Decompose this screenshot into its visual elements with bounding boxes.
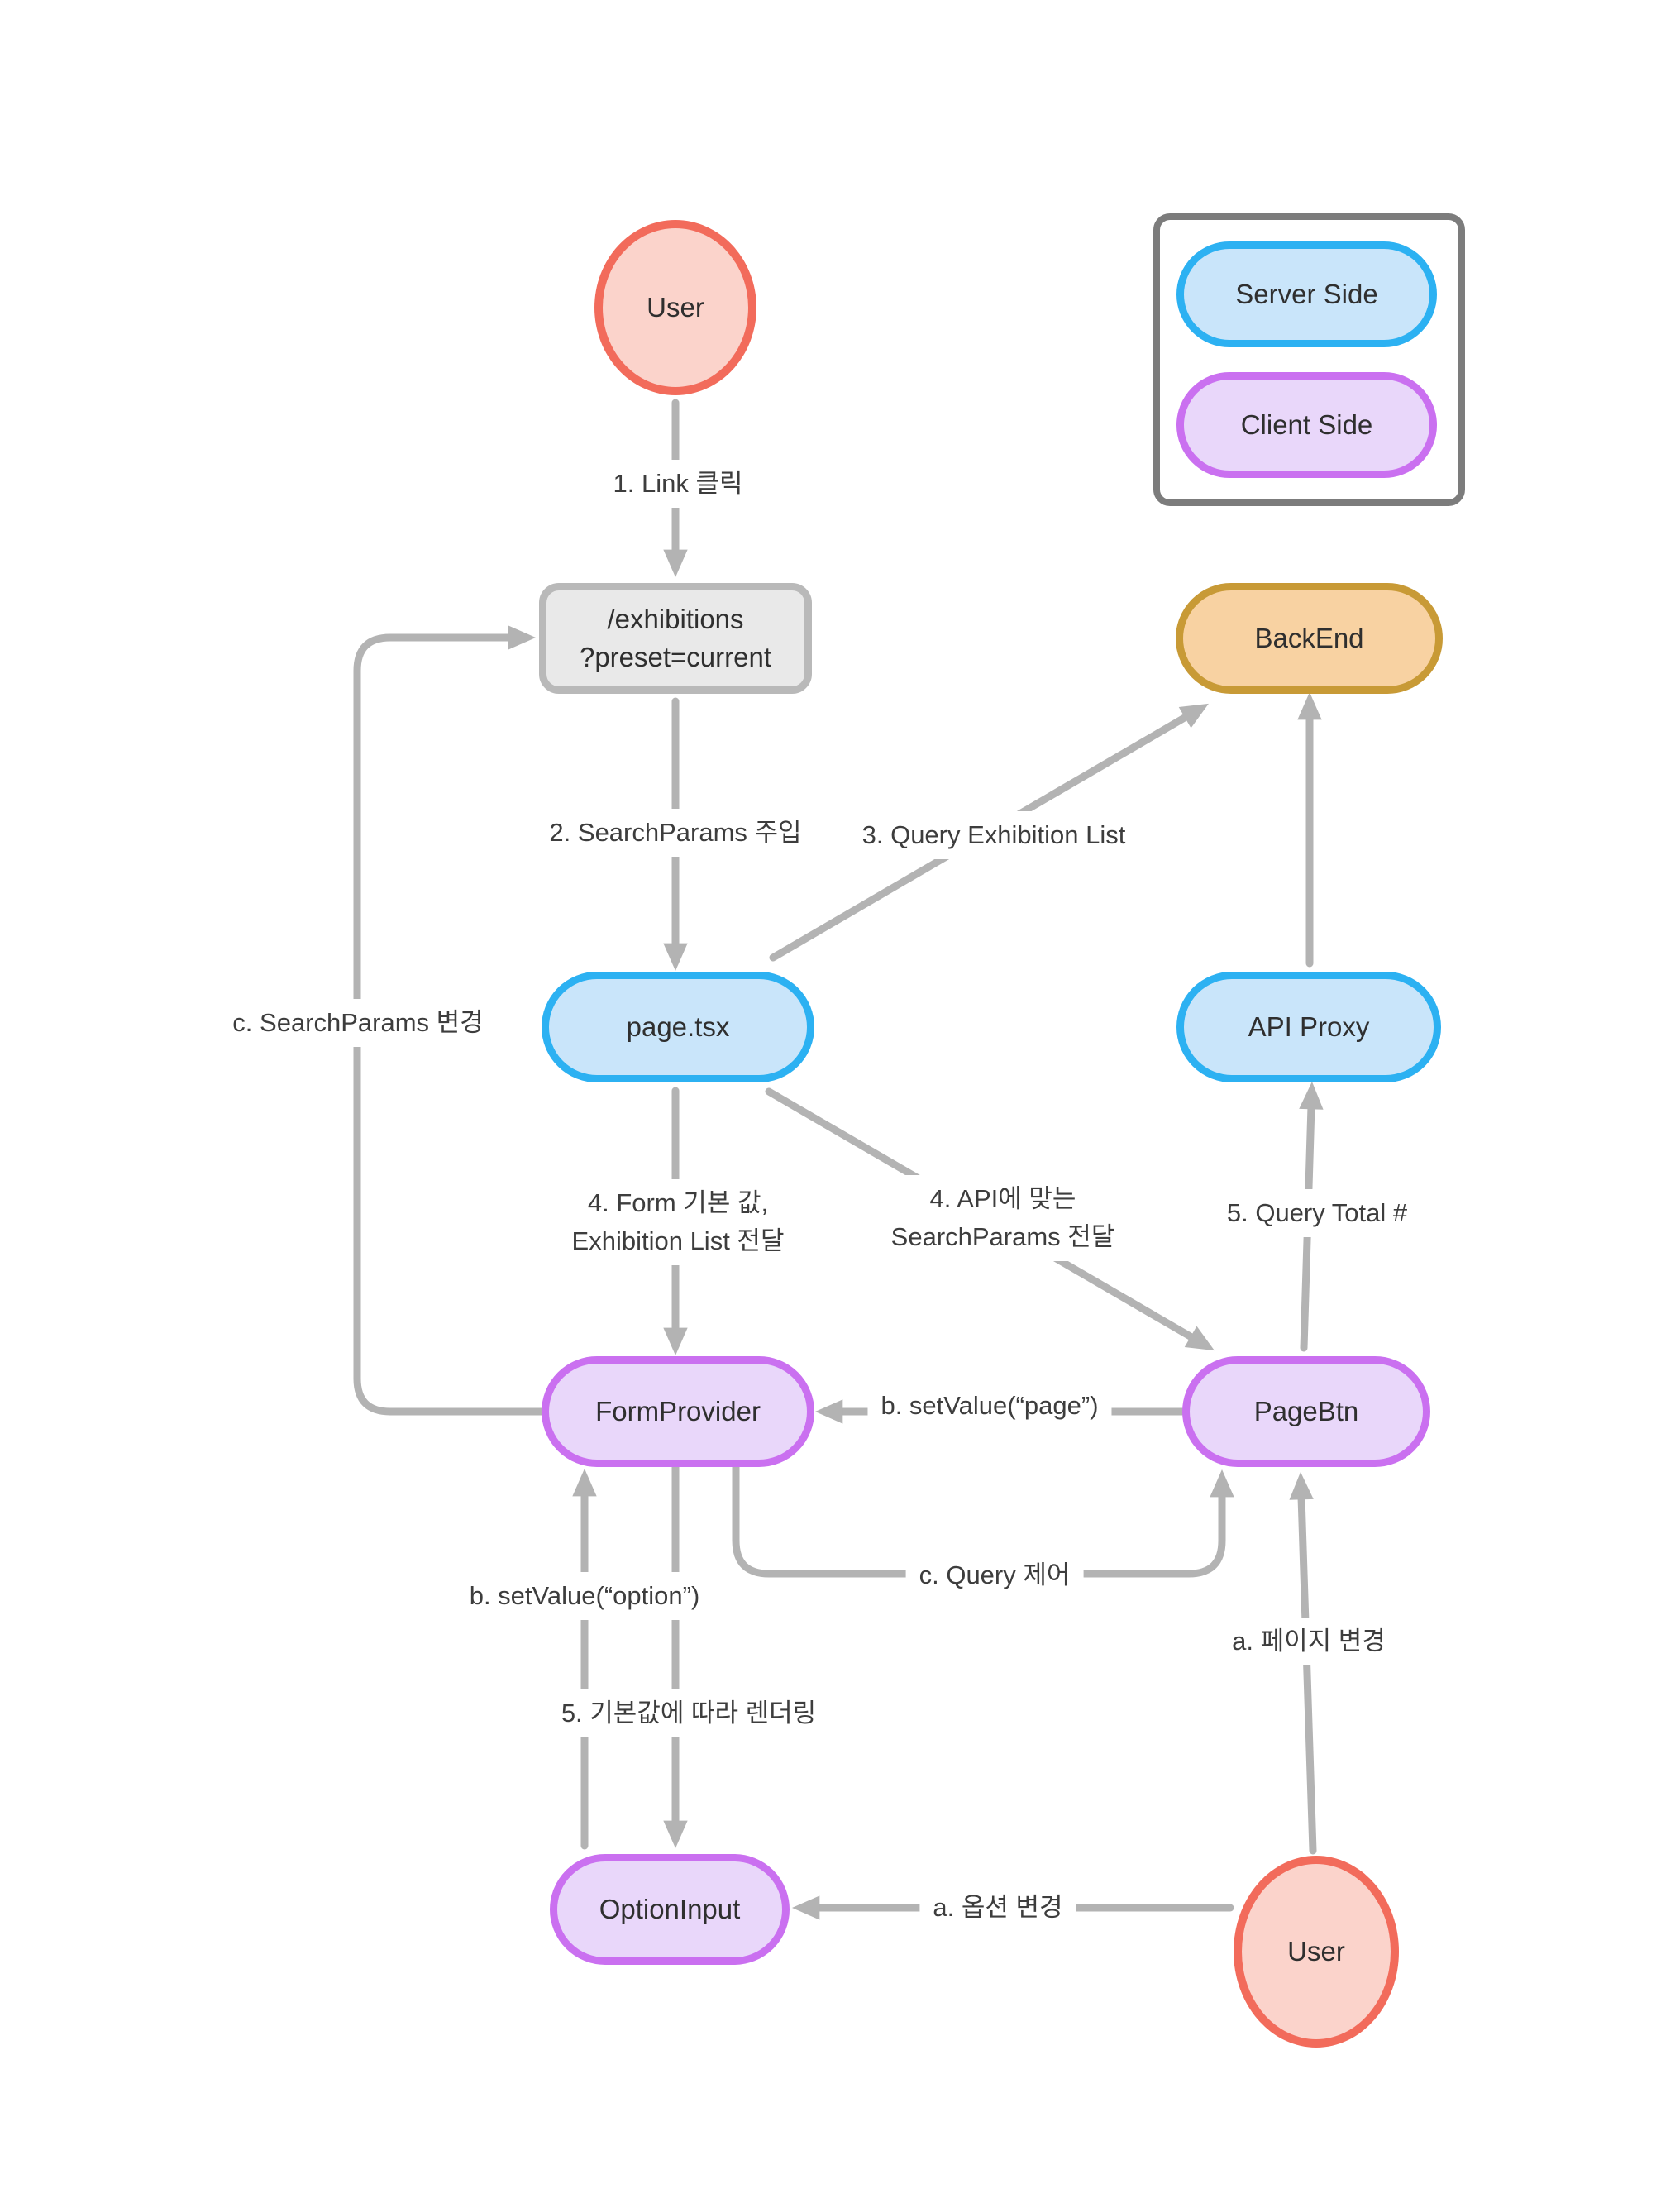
node-page-tsx: page.tsx: [542, 972, 814, 1082]
node-page-btn: PageBtn: [1182, 1356, 1430, 1467]
node-user-bottom: User: [1234, 1856, 1399, 2048]
edge-label-setvalue-page: b. setValue(“page”): [867, 1382, 1112, 1430]
edge-label-query-exhibition-list: 3. Query Exhibition List: [848, 811, 1139, 859]
node-backend: BackEnd: [1176, 583, 1443, 694]
node-api-proxy-label: API Proxy: [1248, 1011, 1370, 1042]
edge-label-link-click: 1. Link 클릭: [599, 460, 756, 508]
node-user-bottom-label: User: [1287, 1936, 1345, 1966]
edge-label-setvalue-option: b. setValue(“option”): [456, 1572, 714, 1620]
node-exhibitions-route: /exhibitions ?preset=current: [539, 583, 812, 694]
edge-label-option-change: a. 옵션 변경: [919, 1884, 1076, 1932]
node-exhibitions-route-line1: /exhibitions: [607, 604, 744, 634]
edge-label-searchparams-change: c. SearchParams 변경: [219, 999, 497, 1047]
edge-label-api-searchparams-line2: SearchParams 전달: [890, 1222, 1115, 1251]
edge-label-api-searchparams-line1: 4. API에 맞는: [929, 1184, 1076, 1213]
legend-client-side: Client Side: [1176, 372, 1437, 478]
edge-label-query-control: c. Query 제어: [905, 1551, 1084, 1599]
edge-label-page-change: a. 페이지 변경: [1219, 1618, 1399, 1665]
node-option-input-label: OptionInput: [599, 1894, 741, 1924]
node-form-provider-label: FormProvider: [595, 1396, 761, 1426]
node-backend-label: BackEnd: [1254, 623, 1364, 653]
edge-label-form-default: 4. Form 기본 값, Exhibition List 전달: [558, 1179, 798, 1265]
node-api-proxy: API Proxy: [1176, 972, 1441, 1082]
edge-label-form-default-line1: 4. Form 기본 값,: [587, 1188, 769, 1217]
node-user-top: User: [594, 220, 756, 395]
node-user-top-label: User: [647, 292, 704, 323]
node-form-provider: FormProvider: [542, 1356, 814, 1467]
edge-page-change: [1289, 1472, 1317, 1855]
edge-label-form-default-line2: Exhibition List 전달: [571, 1226, 785, 1255]
node-exhibitions-route-line2: ?preset=current: [579, 642, 772, 672]
legend-client-side-label: Client Side: [1240, 409, 1373, 440]
legend-box: Server Side Client Side: [1153, 213, 1465, 506]
edge-label-searchparams-inject: 2. SearchParams 주입: [536, 809, 815, 857]
node-page-btn-label: PageBtn: [1253, 1396, 1359, 1426]
node-page-tsx-label: page.tsx: [626, 1011, 730, 1042]
edge-label-query-total: 5. Query Total #: [1213, 1189, 1421, 1237]
edge-label-api-searchparams: 4. API에 맞는 SearchParams 전달: [877, 1175, 1129, 1261]
legend-server-side: Server Side: [1176, 241, 1437, 347]
edge-label-render-by-default: 5. 기본값에 따라 렌더링: [547, 1689, 830, 1737]
legend-server-side-label: Server Side: [1235, 279, 1378, 309]
node-option-input: OptionInput: [550, 1854, 790, 1965]
